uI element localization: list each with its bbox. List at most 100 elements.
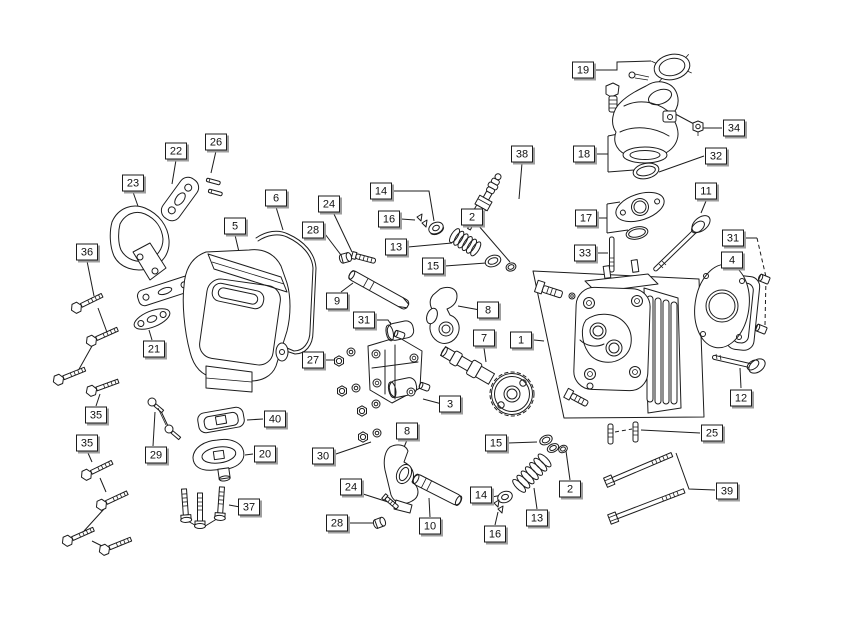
valve-cotters-16a	[416, 213, 428, 228]
callout-26[interactable]: 26	[205, 133, 227, 151]
rocker-shaft-10	[412, 473, 463, 506]
leader-line	[86, 260, 95, 297]
callout-15[interactable]: 15	[422, 257, 444, 275]
callout-31[interactable]: 31	[353, 311, 375, 329]
nuts-washers	[334, 347, 382, 443]
leader-line	[606, 229, 629, 234]
callout-35[interactable]: 35	[76, 434, 98, 452]
callout-36[interactable]: 36	[76, 243, 98, 261]
callout-35[interactable]: 35	[85, 406, 107, 424]
long-bolt-39a	[603, 452, 674, 488]
lifting-handle	[109, 205, 194, 307]
leader-line	[658, 155, 705, 173]
callout-10[interactable]: 10	[419, 517, 441, 535]
callout-13[interactable]: 13	[526, 509, 548, 527]
callout-16[interactable]: 16	[378, 210, 400, 228]
callout-24[interactable]: 24	[318, 195, 340, 213]
callout-20[interactable]: 20	[254, 445, 276, 463]
nut-34	[692, 120, 704, 136]
callout-37[interactable]: 37	[238, 498, 260, 516]
leader-line	[607, 169, 635, 173]
long-bolt-39b	[607, 488, 686, 525]
valve-seal-2a	[505, 262, 517, 272]
callout-22[interactable]: 22	[165, 142, 187, 160]
clamp-ring	[651, 53, 692, 83]
callout-31[interactable]: 31	[722, 229, 744, 247]
callout-7[interactable]: 7	[473, 329, 495, 347]
leader-line	[99, 477, 107, 493]
callout-34[interactable]: 34	[723, 119, 745, 137]
rocker-arm-8a	[426, 286, 460, 344]
callout-27[interactable]: 27	[302, 351, 324, 369]
spring-retainer-14a	[428, 221, 445, 235]
callout-9[interactable]: 9	[326, 292, 348, 310]
callout-21[interactable]: 21	[143, 340, 165, 358]
valve-spring-13a	[449, 228, 482, 257]
leader-line	[359, 492, 389, 503]
callout-13[interactable]: 13	[385, 238, 407, 256]
valve-seal-2b	[558, 444, 568, 454]
screw-24b	[381, 493, 399, 510]
callout-4[interactable]: 4	[721, 251, 743, 269]
callout-3[interactable]: 3	[439, 395, 461, 413]
leader-line	[152, 411, 156, 447]
leader-line	[400, 218, 416, 221]
callout-14[interactable]: 14	[470, 486, 492, 504]
bolts-37	[180, 486, 226, 529]
manifold-gasket	[615, 191, 665, 223]
leader-line	[756, 237, 767, 326]
callout-24[interactable]: 24	[340, 478, 362, 496]
callout-5[interactable]: 5	[224, 217, 246, 235]
leader-line	[477, 224, 511, 263]
callout-28[interactable]: 28	[302, 221, 324, 239]
callout-38[interactable]: 38	[511, 145, 533, 163]
callout-23[interactable]: 23	[122, 174, 144, 192]
rocker-shaft-9	[348, 270, 410, 310]
callout-15[interactable]: 15	[485, 434, 507, 452]
callout-17[interactable]: 17	[575, 209, 597, 227]
leader-line	[393, 190, 435, 222]
leader-line	[83, 508, 105, 532]
head-gasket	[694, 263, 750, 349]
callout-12[interactable]: 12	[730, 389, 752, 407]
studs-25	[607, 421, 639, 445]
dowel-pins-31b	[393, 329, 431, 392]
leader-line	[171, 159, 177, 185]
spring-seat-15a	[484, 254, 502, 268]
callout-2[interactable]: 2	[461, 208, 483, 226]
flange-bolts	[52, 292, 133, 556]
callout-1[interactable]: 1	[510, 331, 532, 349]
callout-25[interactable]: 25	[701, 424, 723, 442]
callout-16[interactable]: 16	[484, 525, 506, 543]
leader-line	[97, 307, 109, 336]
callout-39[interactable]: 39	[716, 482, 738, 500]
callout-11[interactable]: 11	[695, 182, 717, 200]
outlet-cover-20	[192, 438, 245, 482]
screws-29	[147, 397, 182, 441]
leader-line	[332, 441, 372, 456]
spring-seat-15b	[539, 434, 560, 453]
callout-8[interactable]: 8	[477, 301, 499, 319]
intake-manifold	[612, 81, 679, 164]
leader-line	[457, 305, 481, 311]
leader-line	[565, 450, 571, 481]
callout-2[interactable]: 2	[559, 480, 581, 498]
callout-29[interactable]: 29	[145, 446, 167, 464]
nut-28a	[338, 252, 353, 264]
callout-18[interactable]: 18	[573, 145, 595, 163]
callout-28[interactable]: 28	[326, 514, 348, 532]
callout-33[interactable]: 33	[574, 244, 596, 262]
callout-30[interactable]: 30	[312, 447, 334, 465]
leader-line	[614, 428, 633, 433]
callout-19[interactable]: 19	[572, 61, 594, 79]
callout-8[interactable]: 8	[396, 422, 418, 440]
spring-retainer-14b	[497, 490, 513, 504]
callout-32[interactable]: 32	[705, 147, 727, 165]
oval-gasket-32	[632, 162, 660, 180]
leader-line	[244, 453, 254, 456]
callout-14[interactable]: 14	[370, 182, 392, 200]
gasket-oring	[625, 226, 649, 240]
callout-6[interactable]: 6	[265, 189, 287, 207]
callout-40[interactable]: 40	[264, 410, 286, 428]
leader-line	[739, 367, 742, 389]
